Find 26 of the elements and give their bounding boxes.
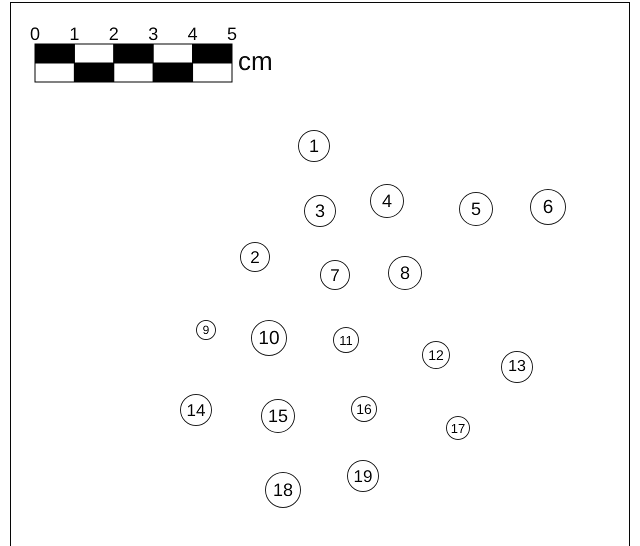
unit-label: cm	[238, 48, 273, 74]
scale-tick-label: 2	[108, 25, 119, 43]
scale-tick-label: 1	[69, 25, 80, 43]
numbered-circle: 19	[347, 460, 379, 492]
numbered-circle: 7	[320, 260, 350, 290]
scale-tick-label: 3	[148, 25, 158, 43]
numbered-circle: 15	[261, 399, 295, 433]
numbered-circle: 3	[304, 195, 336, 227]
scale-tick-label: 4	[188, 25, 198, 43]
numbered-circle: 2	[240, 242, 270, 272]
numbered-circle: 4	[370, 184, 404, 218]
numbered-circle: 10	[251, 320, 287, 356]
scale-tick-label: 5	[227, 25, 238, 43]
numbered-circle: 14	[180, 394, 212, 426]
scale-tick-label: 0	[30, 25, 40, 43]
numbered-circle: 13	[501, 351, 533, 383]
numbered-circle: 8	[388, 256, 422, 290]
numbered-circle: 9	[196, 320, 216, 340]
numbered-circle: 5	[459, 192, 493, 226]
numbered-circle: 17	[446, 416, 470, 440]
numbered-circle: 1	[298, 130, 330, 162]
numbered-circle: 11	[333, 327, 359, 353]
numbered-circle: 12	[422, 341, 450, 369]
numbered-circle: 6	[530, 189, 566, 225]
numbered-circle: 16	[351, 396, 377, 422]
numbered-circle: 18	[265, 472, 301, 508]
